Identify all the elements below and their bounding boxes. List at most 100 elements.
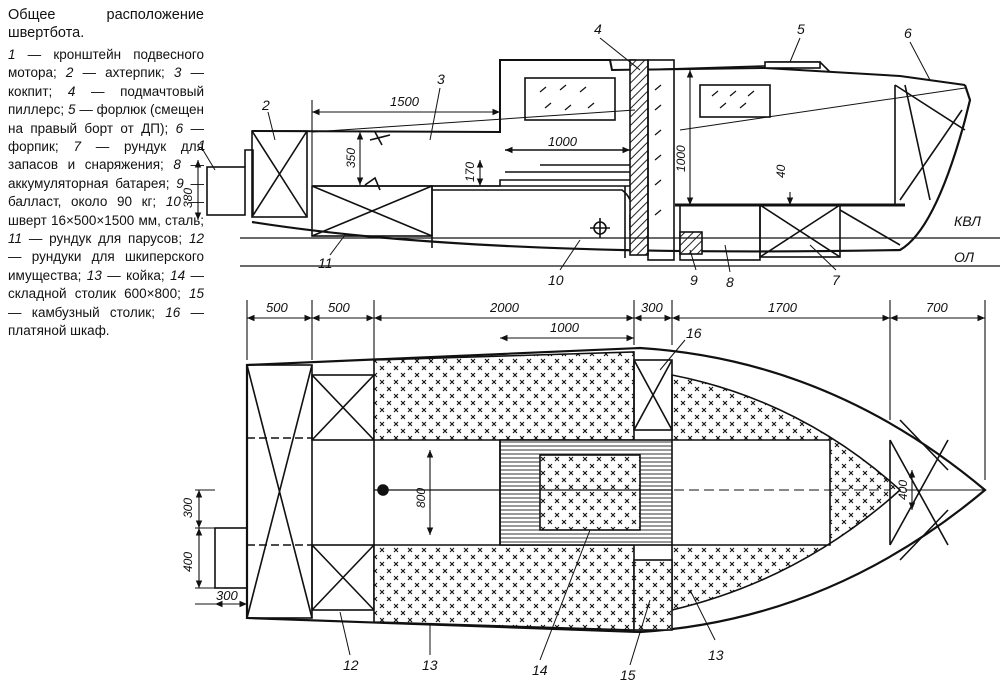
berth-stbd bbox=[373, 544, 635, 631]
dim-400-a: 400 bbox=[181, 552, 195, 572]
cabin-window-aft bbox=[524, 77, 616, 121]
outboard-plan bbox=[214, 527, 248, 589]
outboard-bracket bbox=[206, 166, 246, 216]
deck-line bbox=[251, 59, 966, 134]
legend-item-number: 7 bbox=[73, 139, 81, 155]
label-4: 4 bbox=[594, 21, 602, 37]
legend-item: 2 — ахтерпик; bbox=[66, 65, 165, 80]
dim-800: 800 bbox=[414, 488, 428, 508]
legend-item-number: 2 bbox=[65, 65, 74, 81]
label-3: 3 bbox=[437, 71, 445, 87]
legend-item: 5 — форлюк (смещен на правый борт от ДП)… bbox=[8, 102, 204, 135]
dim-40: 40 bbox=[774, 164, 788, 178]
dim-700: 700 bbox=[926, 300, 948, 315]
legend-item-text: — кокпит; bbox=[8, 65, 204, 99]
galley-table bbox=[633, 559, 673, 631]
berth-vee bbox=[671, 374, 902, 612]
dim-350: 350 bbox=[344, 148, 358, 168]
waterline-label: КВЛ bbox=[954, 213, 981, 229]
label-13-a: 13 bbox=[422, 657, 438, 673]
label-8: 8 bbox=[726, 274, 734, 290]
legend-item-text: — рундук для парусов; bbox=[22, 231, 183, 247]
legend-item-text: — рундук для запасов и снаряжения; bbox=[8, 139, 204, 173]
legend-item: 1 — кронштейн подвесного мотора; bbox=[8, 47, 204, 80]
leader-lines bbox=[202, 37, 931, 666]
dim-380: 380 bbox=[181, 188, 195, 208]
plan-dims bbox=[195, 300, 986, 608]
legend-item-number: 4 bbox=[67, 83, 76, 99]
pillar-post bbox=[647, 59, 675, 261]
dim-1700: 1700 bbox=[768, 300, 798, 315]
legend-item-number: 11 bbox=[8, 231, 23, 247]
label-5: 5 bbox=[797, 21, 805, 37]
dim-500-b: 500 bbox=[328, 300, 350, 315]
legend-item-text: — рундуки для шкиперского имущества; bbox=[8, 249, 204, 283]
label-6: 6 bbox=[904, 25, 912, 41]
legend-item: 13 — койка; bbox=[87, 268, 165, 283]
legend-item-number: 10 bbox=[165, 194, 181, 210]
legend-item-text: — кронштейн подвесного мотора; bbox=[8, 47, 204, 81]
legend-item-number: 6 bbox=[175, 120, 184, 136]
legend-item-text: — ахтерпик; bbox=[73, 65, 165, 81]
wardrobe bbox=[633, 359, 673, 431]
dim-170: 170 bbox=[463, 162, 477, 182]
legend-item: 12 — рундуки для шкиперского имущества; bbox=[8, 231, 204, 283]
legend-item-number: 16 bbox=[165, 304, 181, 320]
ballast bbox=[679, 231, 703, 255]
dim-500-a: 500 bbox=[266, 300, 288, 315]
legend-item: 3 — кокпит; bbox=[8, 65, 204, 98]
label-15: 15 bbox=[620, 667, 636, 683]
dim-300-b: 300 bbox=[181, 498, 195, 518]
legend-item-number: 1 bbox=[8, 47, 16, 62]
dim-400-b: 400 bbox=[896, 480, 910, 500]
label-16: 16 bbox=[686, 325, 702, 341]
dim-300-c: 300 bbox=[216, 588, 238, 603]
baseline-label: ОЛ bbox=[954, 249, 974, 265]
dim-1000-vert: 1000 bbox=[674, 145, 688, 172]
legend-item: 6 — форпик; bbox=[8, 121, 204, 154]
dim-1000-side: 1000 bbox=[548, 134, 578, 149]
legend-item-number: 8 bbox=[173, 157, 181, 173]
side-view bbox=[206, 59, 1000, 267]
legend-item-text: — форлюк (смещен на правый борт от ДП); bbox=[8, 102, 204, 136]
label-10: 10 bbox=[548, 272, 564, 288]
legend-item-number: 9 bbox=[176, 175, 184, 191]
legend-item-text: — складной столик 600×800; bbox=[8, 267, 204, 302]
dim-300-a: 300 bbox=[641, 300, 663, 315]
label-7: 7 bbox=[832, 272, 841, 288]
legend-item: 11 — рундук для парусов; bbox=[8, 231, 182, 246]
label-12: 12 bbox=[343, 657, 359, 673]
plan-view bbox=[214, 346, 987, 634]
label-14: 14 bbox=[532, 662, 548, 678]
label-9: 9 bbox=[690, 272, 698, 288]
dim-2000: 2000 bbox=[489, 300, 520, 315]
legend-item-number: 5 bbox=[67, 102, 76, 118]
label-2: 2 bbox=[261, 97, 270, 113]
legend-title: Общее расположение швертбота. bbox=[8, 7, 204, 41]
dim-1500: 1500 bbox=[390, 94, 420, 109]
dim-1000-plan: 1000 bbox=[550, 320, 580, 335]
stores-locker bbox=[759, 204, 841, 258]
legend-item: 16 — платяной шкаф. bbox=[8, 305, 204, 338]
legend-item-number: 14 bbox=[170, 267, 186, 283]
label-13-b: 13 bbox=[708, 647, 724, 663]
legend: Общее расположение швертбота. 1 — кронште… bbox=[8, 6, 204, 341]
legend-item: 7 — рундук для запасов и снаряжения; bbox=[8, 139, 204, 172]
folding-table bbox=[539, 454, 641, 531]
legend-item: 14 — складной столик 600×800; bbox=[8, 268, 204, 301]
legend-item-text: — платяной шкаф. bbox=[8, 304, 204, 339]
side-dims bbox=[194, 70, 794, 220]
legend-item-number: 13 bbox=[86, 267, 102, 283]
legend-item-number: 3 bbox=[173, 65, 182, 81]
cabin-window-fwd bbox=[699, 84, 771, 118]
legend-item-number: 12 bbox=[188, 231, 204, 247]
legend-item: 15 — камбузный столик; bbox=[8, 286, 204, 319]
label-1: 1 bbox=[198, 137, 206, 153]
mast-step bbox=[377, 484, 389, 496]
mast-pillar bbox=[629, 59, 649, 256]
forehatch bbox=[764, 61, 821, 69]
legend-item-text: — форпик; bbox=[8, 120, 204, 155]
label-11: 11 bbox=[318, 255, 333, 271]
legend-item-text: — камбузный столик; bbox=[8, 304, 155, 320]
